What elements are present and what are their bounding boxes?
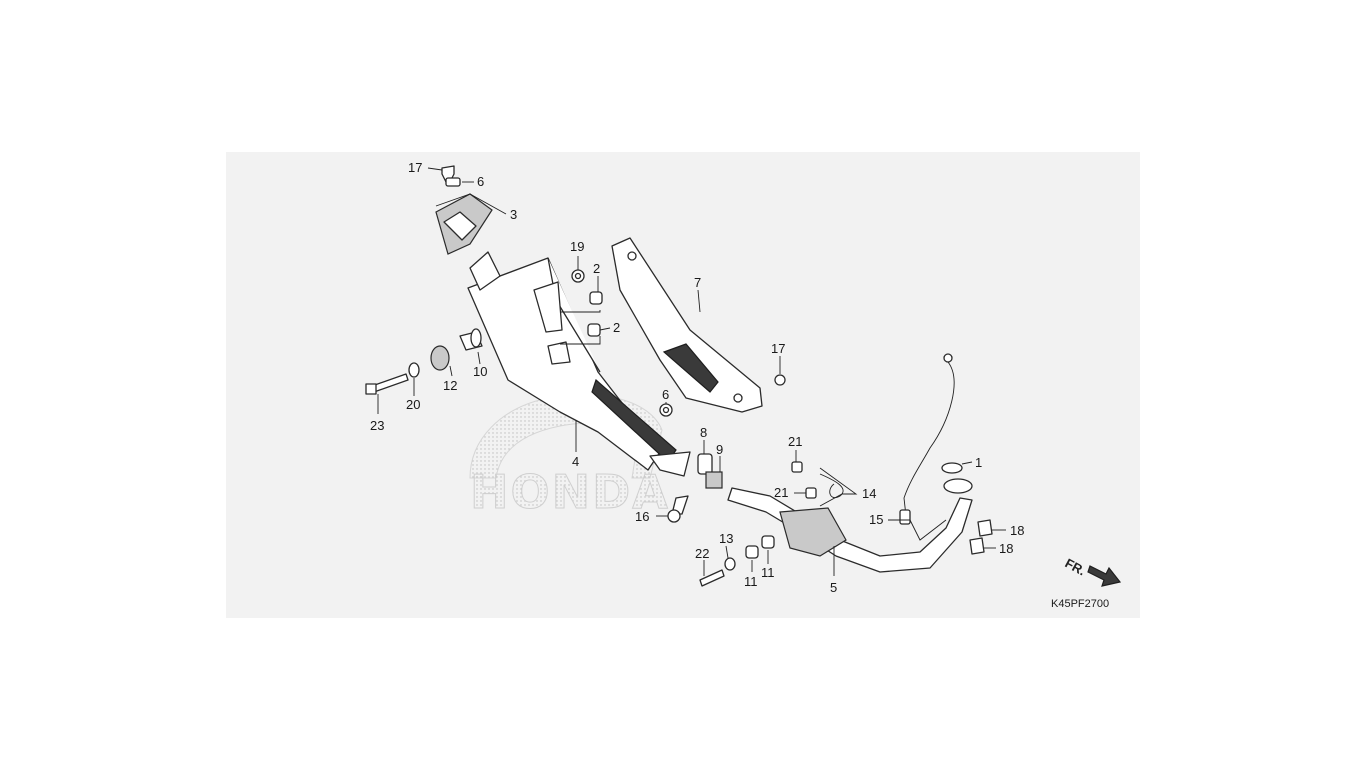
callout-18-upper: 18 (1010, 523, 1024, 538)
callout-2-upper: 2 (593, 261, 600, 276)
leader-lines (377, 167, 1006, 576)
exhaust-pipe (727, 478, 973, 573)
callout-7: 7 (694, 275, 701, 290)
callout-5: 5 (830, 580, 837, 595)
callout-19: 19 (570, 239, 584, 254)
muffler-top-guard (435, 193, 493, 255)
callout-8: 8 (700, 425, 707, 440)
callout-10: 10 (473, 364, 487, 379)
callout-6-lower: 6 (662, 387, 669, 402)
callout-13: 13 (719, 531, 733, 546)
callout-6-top: 6 (477, 174, 484, 189)
callout-23: 23 (370, 418, 384, 433)
muffler (467, 251, 691, 477)
muffler-protector (611, 237, 763, 413)
callout-15: 15 (869, 512, 883, 527)
callout-3: 3 (510, 207, 517, 222)
callout-11-left: 11 (744, 574, 758, 589)
callout-21-upper: 21 (788, 434, 802, 449)
diagram-code: K45PF2700 (1051, 598, 1109, 610)
callout-21-lower: 21 (774, 485, 788, 500)
callout-2-lower: 2 (613, 320, 620, 335)
honda-watermark-text: HONDA (470, 465, 670, 519)
callout-18-lower: 18 (999, 541, 1013, 556)
callout-20: 20 (406, 397, 420, 412)
small-parts (365, 165, 993, 587)
front-arrow-icon (1087, 565, 1122, 587)
callout-22: 22 (695, 546, 709, 561)
callout-17-top: 17 (408, 160, 422, 175)
callout-12: 12 (443, 378, 457, 393)
callout-11-right: 11 (761, 565, 775, 580)
callout-14: 14 (862, 486, 876, 501)
callout-4: 4 (572, 454, 579, 469)
callout-labels: 17 6 3 19 2 2 7 17 6 10 12 20 23 4 8 9 1… (370, 160, 1024, 595)
callout-1: 1 (975, 455, 982, 470)
callout-9: 9 (716, 442, 723, 457)
callout-16: 16 (635, 509, 649, 524)
callout-17-right: 17 (771, 341, 785, 356)
